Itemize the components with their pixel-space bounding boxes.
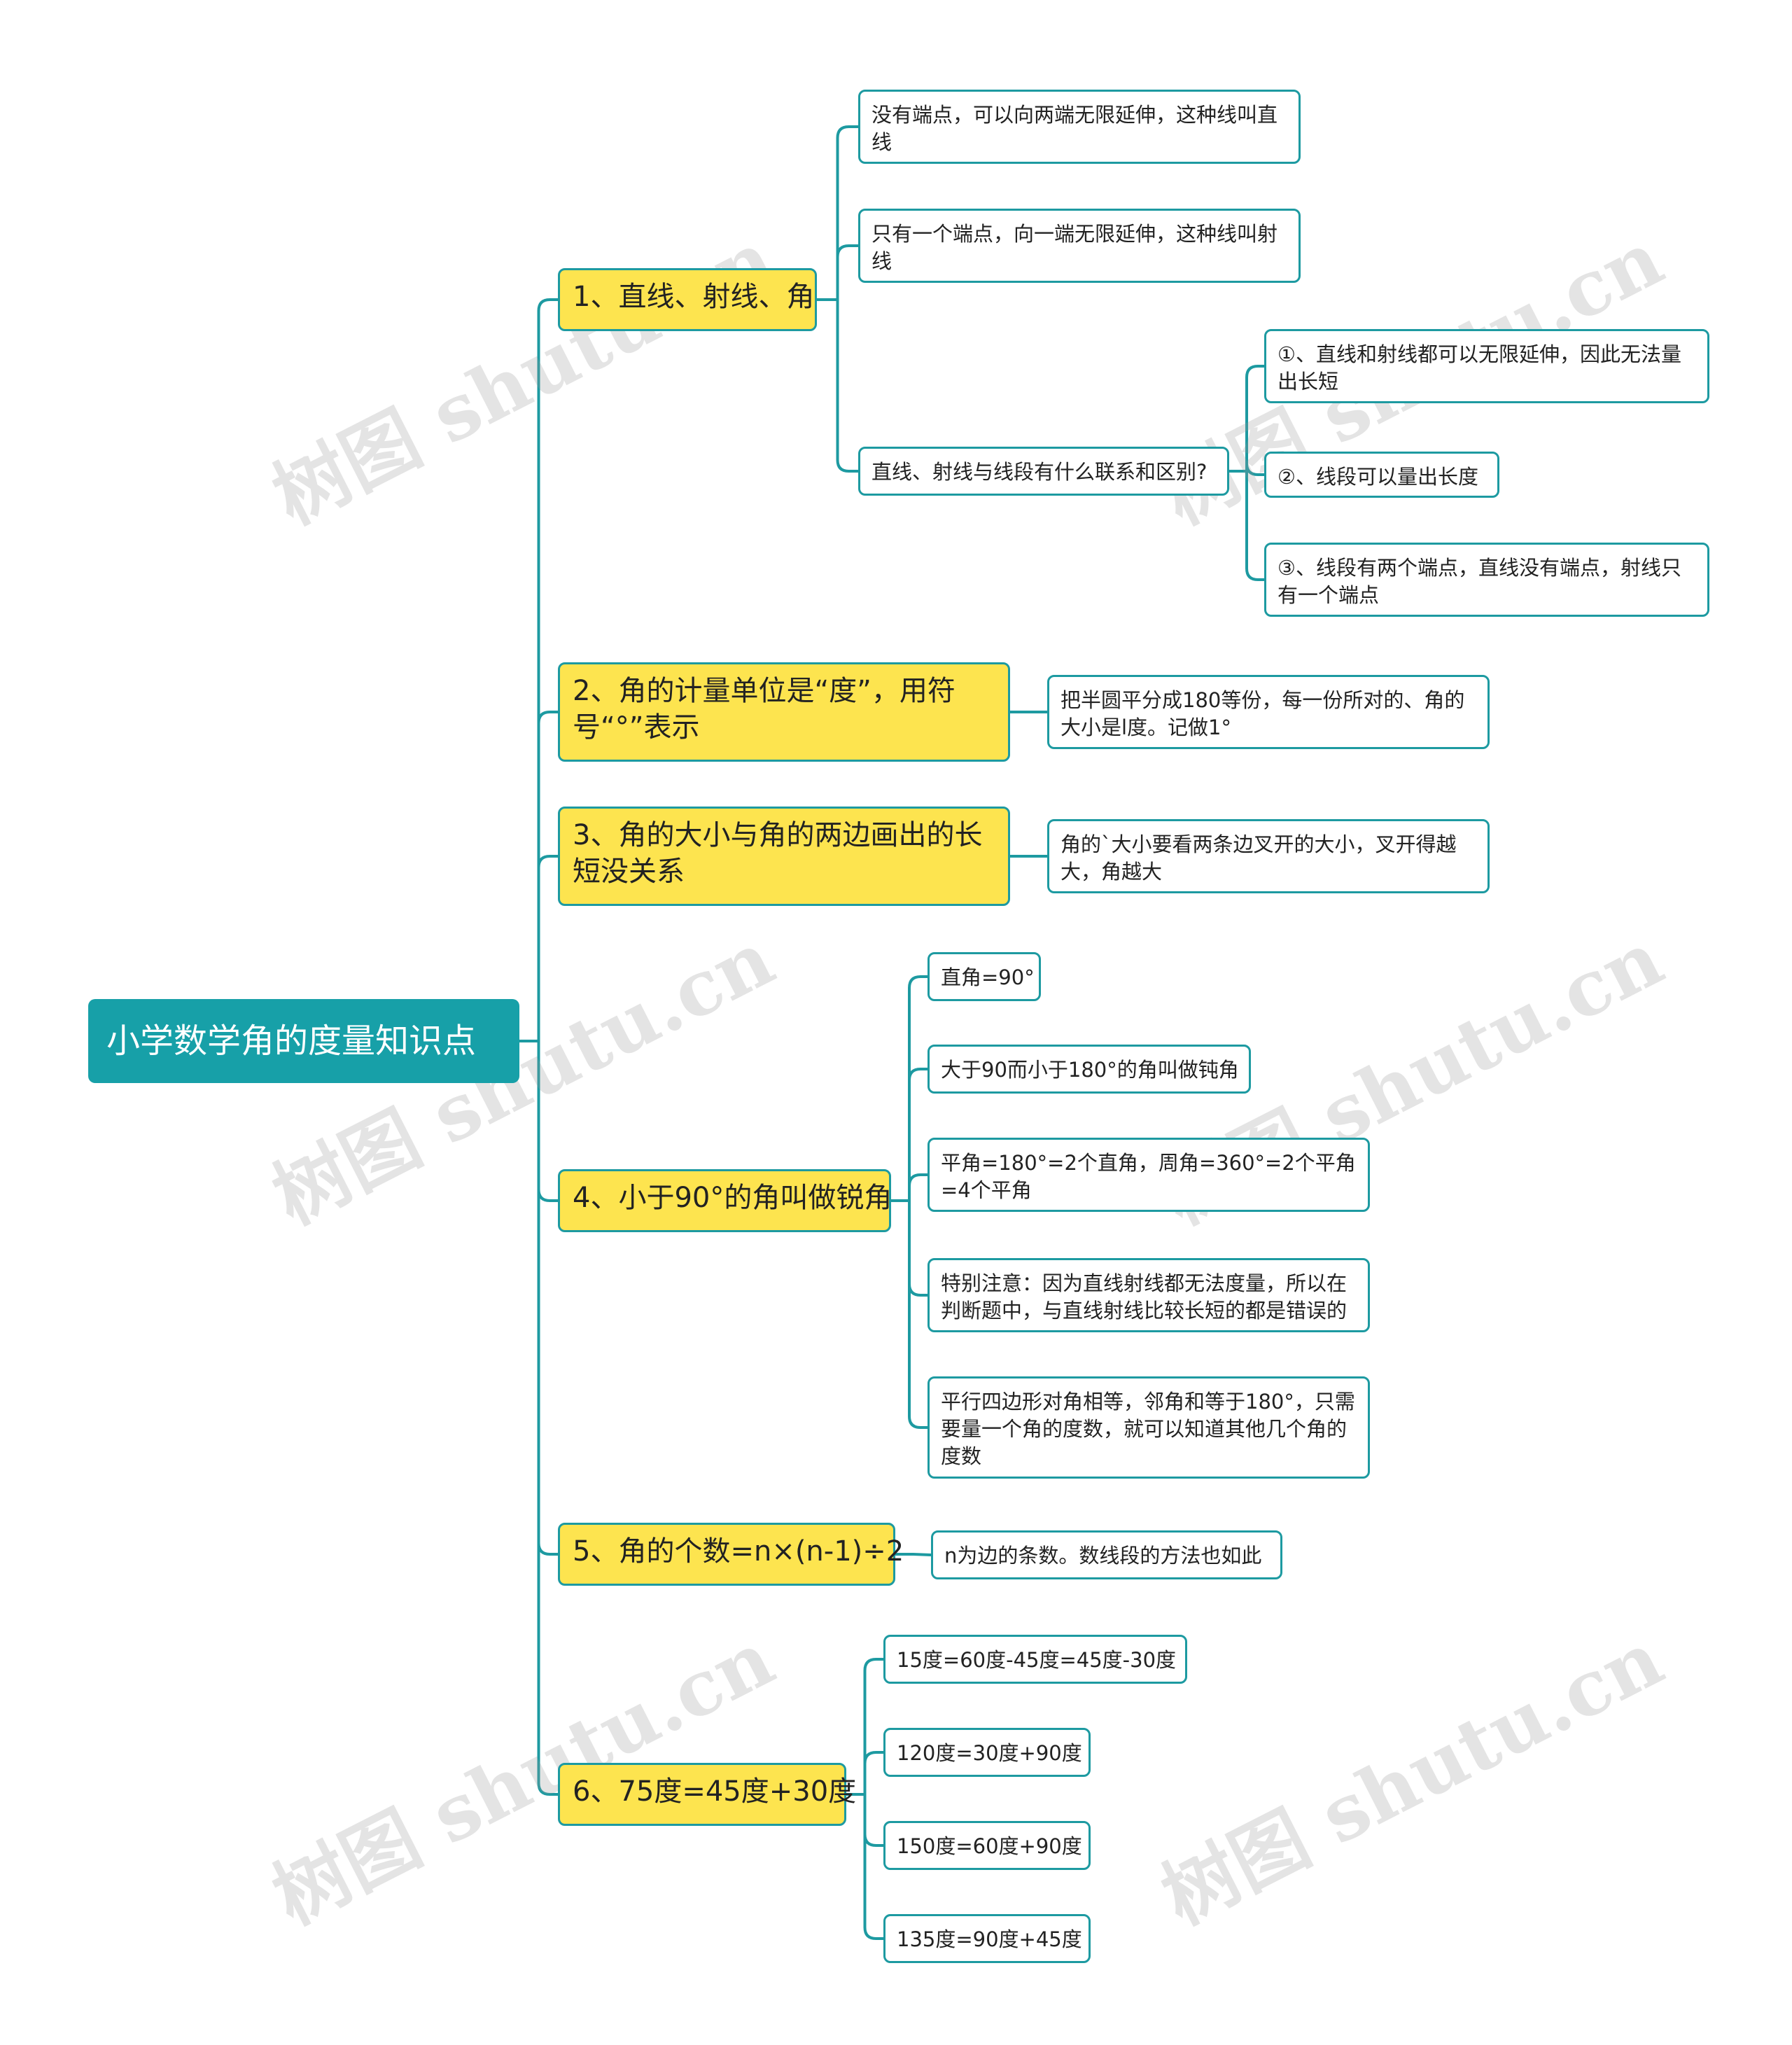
leaf-topic[interactable]: 没有端点，可以向两端无限延伸，这种线叫直线 <box>858 90 1301 164</box>
branch-topic-4[interactable]: 4、小于90°的角叫做锐角 <box>558 1169 892 1232</box>
leaf-topic[interactable]: 角的`大小要看两条边叉开的大小，叉开得越大，角越大 <box>1047 819 1490 893</box>
leaf-topic[interactable]: ①、直线和射线都可以无限延伸，因此无法量出长短 <box>1264 329 1709 403</box>
leaf-topic[interactable]: 135度=90度+45度 <box>883 1914 1091 1963</box>
branch-topic-1[interactable]: 1、直线、射线、角 <box>558 268 817 331</box>
leaf-topic[interactable]: 平行四边形对角相等，邻角和等于180°，只需要量一个角的度数，就可以知道其他几个… <box>927 1376 1370 1479</box>
leaf-topic[interactable]: n为边的条数。数线段的方法也如此 <box>931 1530 1282 1579</box>
leaf-topic[interactable]: 把半圆平分成180等份，每一份所对的、角的大小是l度。记做1° <box>1047 675 1490 749</box>
branch-topic-5[interactable]: 5、角的个数=n×(n-1)÷2 <box>558 1523 904 1586</box>
connector <box>845 1658 885 1940</box>
leaf-topic[interactable]: 只有一个端点，向一端无限延伸，这种线叫射线 <box>858 209 1301 283</box>
root-topic[interactable]: 小学数学角的度量知识点 <box>88 999 519 1083</box>
leaf-topic[interactable]: 直角=90° <box>927 952 1041 1001</box>
leaf-topic[interactable]: 直线、射线与线段有什么联系和区别? <box>858 447 1229 496</box>
leaf-topic[interactable]: ②、线段可以量出长度 <box>1264 452 1499 498</box>
leaf-topic[interactable]: 150度=60度+90度 <box>883 1821 1091 1870</box>
leaf-topic[interactable]: ③、线段有两个端点，直线没有端点，射线只有一个端点 <box>1264 543 1709 617</box>
connector <box>890 975 929 1429</box>
leaf-topic[interactable]: 特别注意：因为直线射线都无法度量，所以在判断题中，与直线射线比较长短的都是错误的 <box>927 1258 1370 1332</box>
leaf-topic[interactable]: 120度=30度+90度 <box>883 1728 1091 1777</box>
connector <box>1228 365 1266 581</box>
branch-topic-2[interactable]: 2、角的计量单位是“度”，用符号“°”表示 <box>558 662 1010 762</box>
connector <box>894 1553 932 1556</box>
branch-topic-3[interactable]: 3、角的大小与角的两边画出的长短没关系 <box>558 807 1010 906</box>
branch-topic-6[interactable]: 6、75度=45度+30度 <box>558 1763 856 1826</box>
leaf-topic[interactable]: 15度=60度-45度=45度-30度 <box>883 1635 1187 1684</box>
leaf-topic[interactable]: 大于90而小于180°的角叫做钝角 <box>927 1045 1251 1094</box>
leaf-topic[interactable]: 平角=180°=2个直角，周角=360°=2个平角=4个平角 <box>927 1138 1370 1212</box>
connector <box>518 298 559 1796</box>
connector <box>816 125 860 473</box>
